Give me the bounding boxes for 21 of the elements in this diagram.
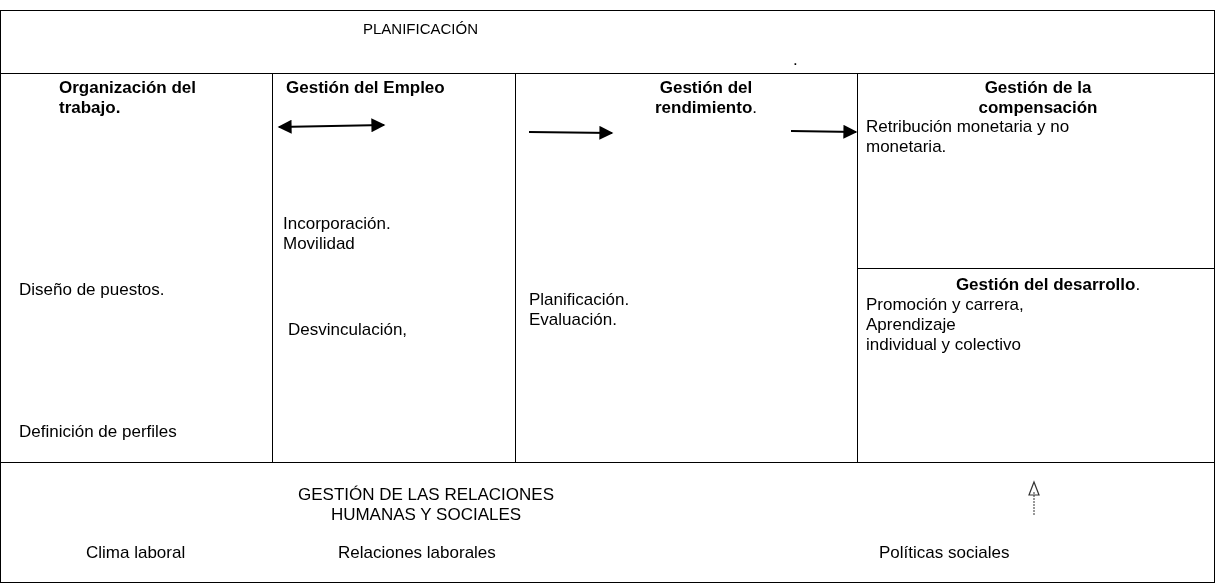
item-text: Promoción y carrera, Aprendizaje individual y colectivo (866, 295, 1025, 355)
band-title: PLANIFICACIÓN (363, 19, 480, 39)
column-heading: Gestión de la compensación (977, 78, 1099, 118)
item-text: Desvinculación, (288, 320, 409, 340)
item-text: Definición de perfiles (19, 422, 178, 442)
footer-band (0, 462, 1215, 583)
item-text: Diseño de puestos. (19, 280, 166, 300)
header-band (0, 10, 1215, 74)
item-text: Clima laboral (86, 543, 187, 563)
band-title: GESTIÓN DE LAS RELACIONES HUMANAS Y SOCIALES (297, 485, 555, 525)
column-heading: Gestión del rendimiento. (654, 78, 758, 118)
column-heading: Gestión del desarrollo. (954, 275, 1142, 295)
note-text: . (793, 50, 798, 70)
arrow (790, 124, 858, 139)
item-text: Retribución monetaria y no monetaria. (866, 117, 1071, 157)
item-text: Relaciones laborales (338, 543, 497, 563)
item-text: Incorporación. Movilidad (283, 214, 392, 254)
column-heading: Gestión del Empleo (286, 78, 446, 98)
item-text: Planificación. Evaluación. (529, 290, 631, 330)
column-heading: Organización del trabajo. (59, 78, 197, 118)
item-text: Políticas sociales (879, 543, 1011, 563)
